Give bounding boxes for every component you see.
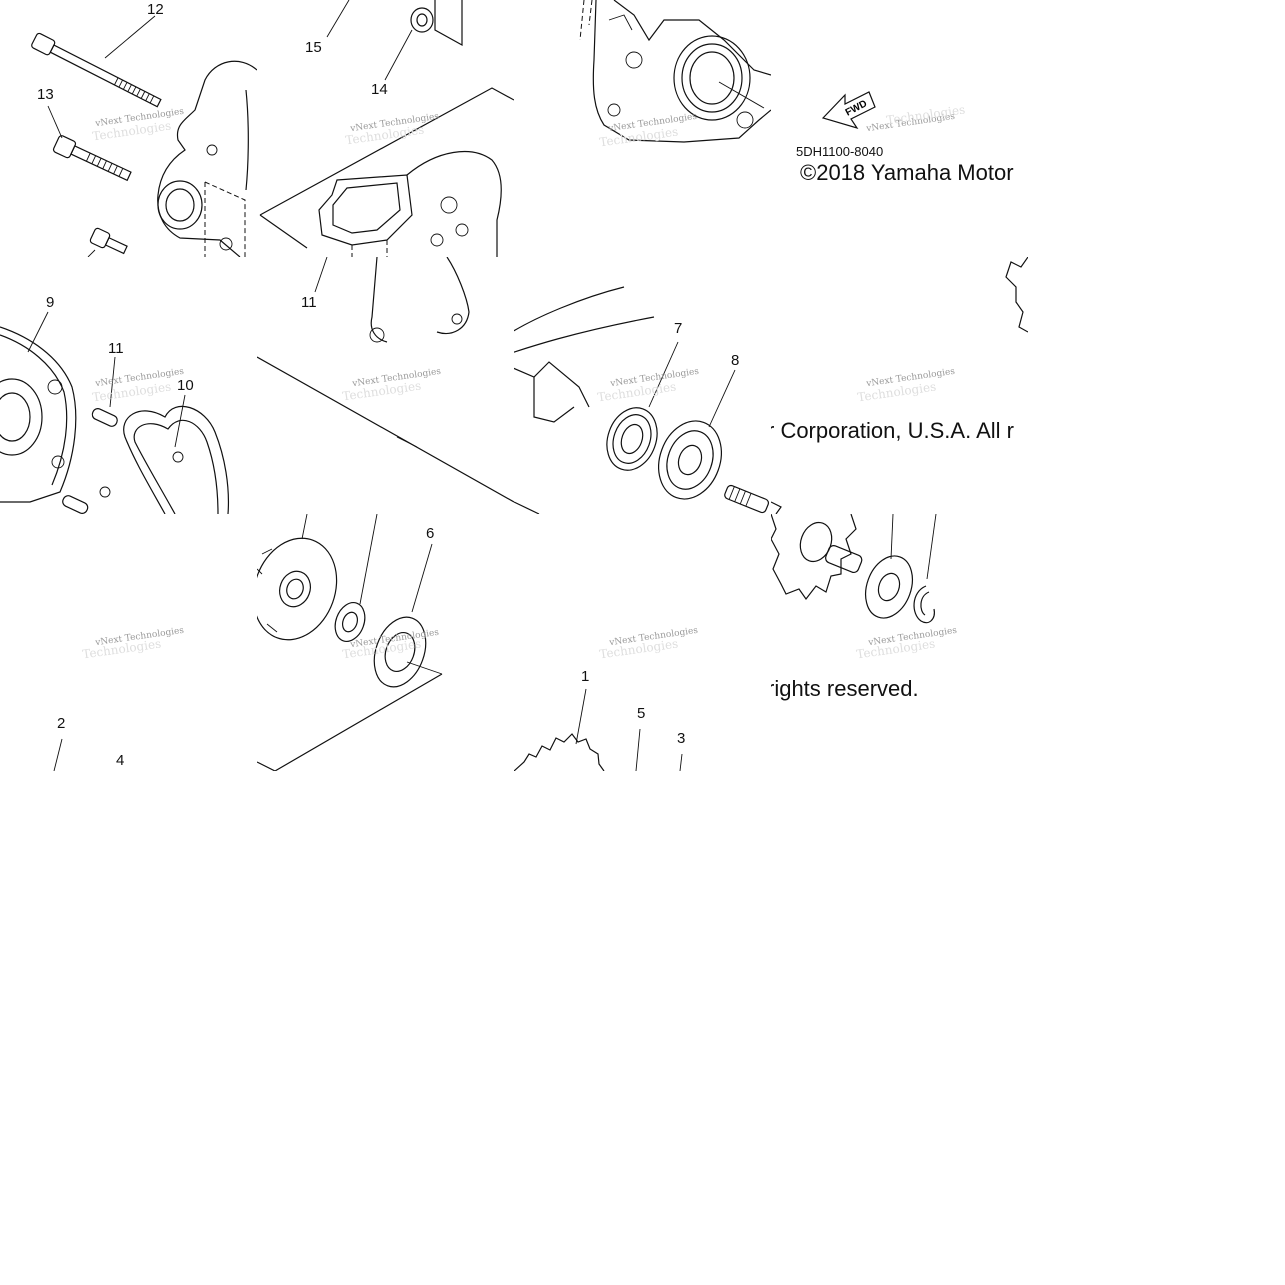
callout-1: 1 [581, 668, 590, 685]
callout-6: 6 [426, 525, 435, 542]
shaft-drawing [771, 514, 937, 624]
tile-impeller: 6 vNext Technologies Technologies [257, 514, 514, 771]
copyright-line-2: r Corporation, U.S.A. All r [771, 418, 1014, 443]
crankcase-drawing [579, 0, 771, 143]
tile-lower-left: 2 4 vNext Technologies Technologies [0, 514, 257, 771]
tile-gasket-lower: 11 vNext Technologies Technologies [257, 257, 514, 514]
tile-bearings: 7 8 vNext Technologies Technologies [514, 257, 771, 514]
copyright-line-3: rights reserved. [771, 676, 919, 701]
gear-drawing [514, 688, 683, 771]
callout-8: 8 [731, 352, 740, 369]
pump-cover-drawing [0, 311, 229, 514]
bearings-drawing [514, 286, 769, 514]
callout-15: 15 [305, 39, 322, 56]
bolts-drawing [31, 15, 257, 257]
gear-edge-drawing [771, 257, 1028, 514]
tile-bolts: 12 13 vNext Technologies Technologies [0, 0, 257, 257]
callout-11-right: 11 [301, 294, 317, 311]
callout-5: 5 [637, 705, 646, 722]
tile-gasket: 15 14 vNext Technologies Technologies [257, 0, 514, 257]
fwd-arrow-drawing [821, 91, 876, 130]
tile-caption-top: FWD vNext Technologies Technologies 5DH1… [771, 0, 1028, 257]
callout-2: 2 [57, 715, 66, 732]
callout-11-left: 11 [108, 340, 124, 357]
part-number: 5DH1100-8040 [796, 144, 884, 159]
callout-13: 13 [37, 86, 54, 103]
callout-10: 10 [177, 377, 194, 394]
callout-14: 14 [371, 81, 388, 98]
tile-shaft: vNext Technologies Technologies rights r… [771, 514, 1028, 771]
gasket-lower-drawing [257, 257, 514, 503]
callout-4: 4 [116, 752, 125, 769]
copyright-line-1: ©2018 Yamaha Motor [800, 160, 1014, 185]
tile-pump-cover: 9 11 10 vNext Technologies Technologies [0, 257, 257, 514]
callout-9: 9 [46, 294, 55, 311]
gasket-drawing [259, 0, 514, 257]
callout-3: 3 [677, 730, 686, 747]
callout-12: 12 [147, 1, 164, 18]
tile-crankcase: vNext Technologies Technologies [514, 0, 771, 257]
tile-gear: 1 5 3 vNext Technologies Technologies [514, 514, 771, 771]
tile-caption-middle: vNext Technologies Technologies r Corpor… [771, 257, 1028, 514]
callout-7: 7 [674, 320, 683, 337]
impeller-drawing [257, 514, 443, 771]
lower-left-drawing [53, 738, 63, 771]
